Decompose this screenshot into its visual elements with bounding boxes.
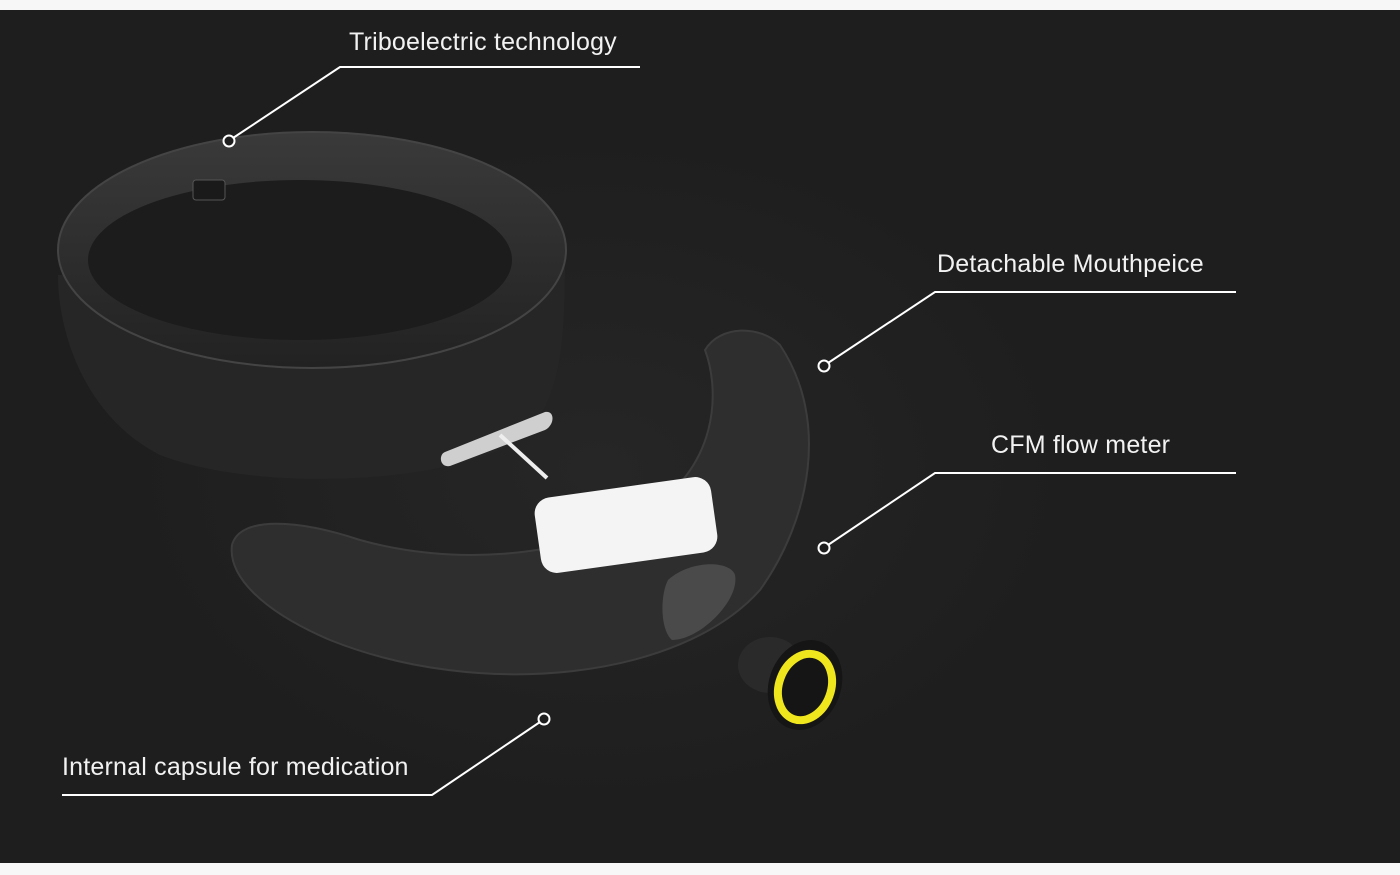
callout-line-flow-meter xyxy=(827,472,1236,546)
top-ring xyxy=(57,131,567,479)
medication-capsule xyxy=(534,477,718,573)
callout-lines xyxy=(62,66,1236,796)
label-mouthpiece: Detachable Mouthpeice xyxy=(937,250,1204,278)
exploded-device-illustration xyxy=(57,66,1236,810)
callout-dot-triboelectric xyxy=(222,134,236,148)
label-flow-meter: CFM flow meter xyxy=(991,431,1171,459)
callout-line-triboelectric xyxy=(232,66,640,139)
diagram-canvas: Triboelectric technology Detachable Mout… xyxy=(0,10,1400,863)
mouthpiece-band xyxy=(230,329,810,676)
callout-dot-capsule xyxy=(537,712,551,726)
flow-meter-part xyxy=(440,411,553,480)
label-triboelectric: Triboelectric technology xyxy=(349,28,617,56)
callout-line-capsule xyxy=(62,721,541,796)
callout-line-mouthpiece xyxy=(827,291,1236,364)
mouthpiece-part xyxy=(738,637,843,730)
yellow-ring xyxy=(773,649,837,725)
callout-dot-flow-meter xyxy=(817,541,831,555)
callout-dot-mouthpiece xyxy=(817,359,831,373)
label-capsule: Internal capsule for medication xyxy=(62,753,409,781)
